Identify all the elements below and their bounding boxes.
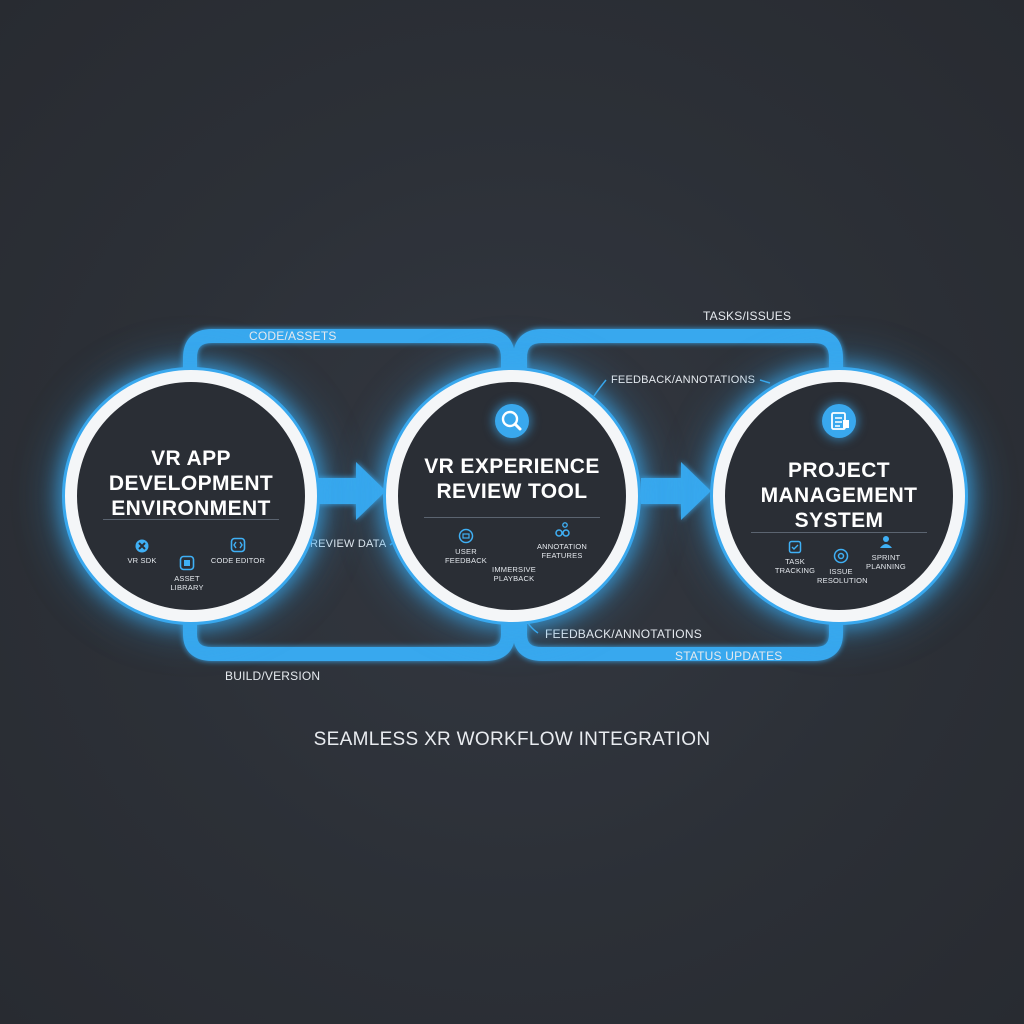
- flow-arrow-2: [641, 462, 711, 520]
- feature-asset-library: ASSET LIBRARY: [157, 555, 217, 592]
- chat-icon: [458, 528, 474, 544]
- loop-connector-right-bottom: [513, 590, 843, 661]
- edge-label-build-version: BUILD/VERSION: [225, 669, 321, 683]
- node-title-line: SYSTEM: [794, 509, 884, 532]
- tasks-icon: [788, 540, 802, 554]
- edge-label-feedback-top: FEEDBACK/ANNOTATIONS: [611, 374, 756, 386]
- annotation-icon: [555, 522, 570, 537]
- feature-label: TASK TRACKING: [774, 557, 816, 575]
- feature-label: CODE EDITOR: [210, 556, 266, 565]
- magnifier-icon: [495, 404, 529, 438]
- feature-label: ISSUE RESOLUTION: [817, 567, 868, 585]
- node-divider: [424, 517, 600, 518]
- loop-connector-left: [183, 329, 515, 420]
- feature-code-editor: CODE EDITOR: [209, 537, 267, 565]
- edge-label-review-data: REVIEW DATA: [310, 538, 387, 550]
- loop-connector-left-bottom: [183, 590, 515, 661]
- node-title: VR EXPERIENCE REVIEW TOOL: [398, 454, 626, 504]
- node-title-line: ENVIRONMENT: [111, 497, 271, 520]
- node-title-line: VR EXPERIENCE: [424, 455, 600, 478]
- edge-label-code-assets: CODE/ASSETS: [249, 329, 337, 343]
- edge-label-status-updates: STATUS UPDATES: [675, 649, 783, 663]
- feature-task-tracking: TASK TRACKING: [765, 540, 825, 575]
- node-title-line: DEVELOPMENT: [108, 472, 274, 495]
- flow-arrow-1: [316, 462, 386, 520]
- node-title: PROJECT MANAGEMENT SYSTEM: [725, 458, 953, 533]
- node-title-line: MANAGEMENT: [760, 484, 918, 507]
- feature-label: SPRINT PLANNING: [866, 553, 906, 571]
- library-icon: [179, 555, 195, 571]
- feature-label: IMMERSIVE PLAYBACK: [492, 565, 536, 583]
- feature-label: ASSET LIBRARY: [170, 574, 204, 592]
- edge-label-tasks-issues: TASKS/ISSUES: [703, 309, 792, 323]
- feature-immersive-playback: IMMERSIVE PLAYBACK: [484, 565, 544, 583]
- loop-connector-right: [513, 329, 843, 420]
- feature-issue-resolution: ISSUE RESOLUTION: [817, 548, 868, 585]
- edge-label-feedback-bottom: FEEDBACK/ANNOTATIONS: [545, 627, 702, 641]
- small-arrow-feedback-top-left: [593, 379, 607, 397]
- node-title-line: PROJECT: [788, 459, 890, 482]
- feature-sprint-planning: SPRINT PLANNING: [861, 534, 911, 571]
- small-arrow-feedback-top-right: [759, 379, 771, 384]
- node-title-line: REVIEW TOOL: [436, 480, 588, 503]
- feature-vr-sdk: VR SDK: [117, 539, 167, 565]
- target-icon: [833, 548, 849, 564]
- node-project-management[interactable]: PROJECT MANAGEMENT SYSTEM TASK TRACKING …: [713, 370, 965, 622]
- node-divider: [103, 519, 279, 520]
- node-vr-app-development[interactable]: VR APP DEVELOPMENT ENVIRONMENT VR SDK AS…: [65, 370, 317, 622]
- diagram-caption: SEAMLESS XR WORKFLOW INTEGRATION: [313, 729, 711, 750]
- clipboard-icon: [822, 404, 856, 438]
- feature-annotation-features: ANNOTATION FEATURES: [530, 521, 594, 560]
- node-vr-experience-review[interactable]: VR EXPERIENCE REVIEW TOOL USER FEEDBACK …: [386, 370, 638, 622]
- node-title: VR APP DEVELOPMENT ENVIRONMENT: [77, 446, 305, 521]
- team-icon: [880, 536, 892, 548]
- feature-label: ANNOTATION FEATURES: [536, 542, 588, 560]
- feature-user-feedback: USER FEEDBACK: [434, 528, 498, 565]
- sdk-icon: [135, 539, 149, 553]
- node-title-line: VR APP: [151, 447, 231, 470]
- node-divider: [751, 532, 927, 533]
- feature-label: USER FEEDBACK: [444, 547, 488, 565]
- code-icon: [230, 537, 246, 553]
- feature-label: VR SDK: [127, 556, 157, 565]
